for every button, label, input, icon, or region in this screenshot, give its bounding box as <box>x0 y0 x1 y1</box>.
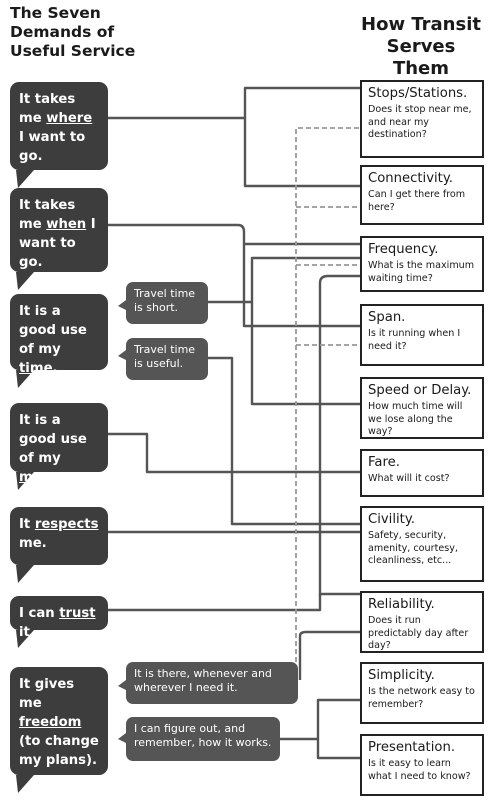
demand-when: It takes me when I want to go. <box>10 188 108 272</box>
connector-there-reliability <box>298 630 360 680</box>
bubble-tail <box>16 272 34 290</box>
feature-frequency: Frequency. What is the maximum waiting t… <box>360 236 484 292</box>
bubble-tail <box>16 565 34 583</box>
feature-title: Connectivity. <box>368 171 453 186</box>
sub-bubble-tail <box>118 680 126 690</box>
bubble-tail <box>16 170 34 188</box>
sub-bubble-tail <box>118 350 126 360</box>
feature-span: Span. Is it running when I need it? <box>360 304 484 366</box>
feature-desc: What is the maximum waiting time? <box>368 260 475 284</box>
feature-fare: Fare. What will it cost? <box>360 449 484 497</box>
demand-text: (to change my plans). <box>19 734 99 768</box>
connector-where-connectivity <box>243 118 360 188</box>
demand-text: I want to go. <box>19 217 96 270</box>
feature-desc: Can I get there from here? <box>368 189 466 213</box>
right-header-line: Serves Them <box>386 36 456 79</box>
feature-connectivity: Connectivity. Can I get there from here? <box>360 165 484 225</box>
demand-text: I can <box>19 606 60 621</box>
demand-text: It takes me <box>19 198 76 232</box>
demand-text: It takes me <box>19 92 76 126</box>
feature-title: Speed or Delay. <box>368 383 472 398</box>
demand-text: it. <box>19 625 35 640</box>
demand-text: It <box>19 517 35 532</box>
feature-desc: Safety, security, amenity, courtesy, cle… <box>368 530 458 566</box>
feature-desc: Does it run predictably day after day? <box>368 615 469 651</box>
feature-desc: How much time will we lose along the way… <box>368 401 463 437</box>
connector-when-frequency <box>108 223 360 246</box>
feature-desc: Is the network easy to remember? <box>368 686 475 710</box>
feature-title: Frequency. <box>368 242 439 257</box>
demand-trust: I can trust it. <box>10 596 108 640</box>
sub-demand-there: It is there, whenever and wherever I nee… <box>126 662 298 704</box>
connector-short-frequency <box>208 256 360 304</box>
right-header: How Transit Serves Them <box>356 14 486 80</box>
demand-where: It takes me where I want to go. <box>10 82 108 170</box>
demand-keyword: trust <box>59 606 96 621</box>
connector-trust-frequency <box>108 274 360 612</box>
connector-useful-civility <box>208 356 360 526</box>
bubble-tail <box>16 775 34 793</box>
feature-title: Fare. <box>368 455 400 470</box>
sub-demand-figure: I can figure out, and remember, how it w… <box>126 717 280 761</box>
demand-text: me. <box>19 536 47 551</box>
feature-title: Simplicity. <box>368 668 435 683</box>
left-header: The Seven Demands of Useful Service <box>10 4 150 61</box>
feature-civility: Civility. Safety, security, amenity, cou… <box>360 506 484 582</box>
connector-figure-simplicity <box>280 698 360 741</box>
sub-demand-short: Travel time is short. <box>126 282 208 324</box>
connector-figure-presentation <box>316 739 360 760</box>
connector-trust-reliability <box>318 592 360 596</box>
demand-text: It is a good use of my <box>19 304 87 357</box>
feature-reliability: Reliability. Does it run predictably day… <box>360 591 484 653</box>
feature-speed-delay: Speed or Delay. How much time will we lo… <box>360 377 484 439</box>
demand-keyword: where <box>46 111 93 126</box>
connector-where-stops <box>108 86 360 120</box>
feature-title: Stops/Stations. <box>368 86 468 101</box>
feature-desc: Does it stop near me, and near my destin… <box>368 104 472 140</box>
demand-text: . <box>52 361 58 376</box>
left-header-line: The Seven <box>10 4 101 22</box>
feature-presentation: Presentation. Is it easy to learn what I… <box>360 734 484 796</box>
sub-demand-useful: Travel time is useful. <box>126 338 208 380</box>
demand-keyword: money <box>19 470 68 485</box>
demand-time: It is a good use of my time. <box>10 294 108 376</box>
left-header-line: Demands of <box>10 23 115 41</box>
left-header-line: Useful Service <box>10 42 136 60</box>
feature-desc: What will it cost? <box>368 473 450 484</box>
connector-money-fare <box>108 432 360 474</box>
feature-title: Civility. <box>368 512 415 527</box>
demand-text: It gives me <box>19 677 75 711</box>
demand-money: It is a good use of my money. <box>10 403 108 485</box>
demand-keyword: respects <box>34 517 99 532</box>
feature-title: Span. <box>368 310 406 325</box>
feature-title: Reliability. <box>368 597 435 612</box>
demand-keyword: time <box>19 361 53 376</box>
bubble-tail <box>16 472 34 490</box>
demand-respects: It respects me. <box>10 507 108 565</box>
bubble-tail <box>16 630 34 648</box>
demand-keyword: freedom <box>19 715 82 730</box>
connector-when-span <box>242 244 360 328</box>
bubble-tail <box>16 370 34 388</box>
demand-freedom: It gives me freedom (to change my plans)… <box>10 667 108 775</box>
demand-text: It is a good use of my <box>19 413 87 466</box>
feature-desc: Is it running when I need it? <box>368 328 461 352</box>
sub-bubble-tail <box>118 300 126 310</box>
demand-text: . <box>67 470 73 485</box>
sub-bubble-tail <box>118 733 126 743</box>
feature-stops-stations: Stops/Stations. Does it stop near me, an… <box>360 80 484 158</box>
feature-title: Presentation. <box>368 740 456 755</box>
connector-short-speed <box>250 302 360 406</box>
right-header-line: How Transit <box>361 14 481 35</box>
feature-simplicity: Simplicity. Is the network easy to remem… <box>360 662 484 724</box>
feature-desc: Is it easy to learn what I need to know? <box>368 758 471 782</box>
demand-text: I want to go. <box>19 130 86 164</box>
demand-keyword: when <box>46 217 87 232</box>
